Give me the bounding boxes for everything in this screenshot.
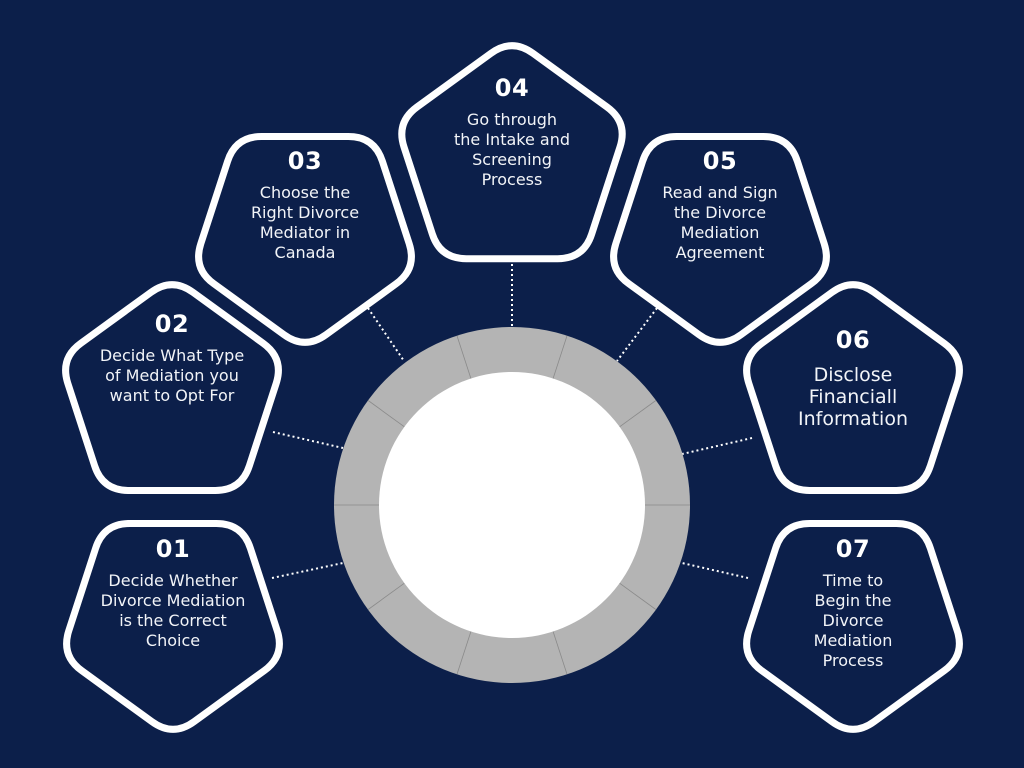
step-number: 07: [835, 535, 871, 563]
step-description-line: the Divorce: [673, 203, 767, 222]
step-06-pentagon: [743, 281, 963, 494]
step-description-line: Decide What Type: [99, 346, 245, 365]
step-description-line: Divorce: [822, 611, 884, 630]
connector-05: [616, 307, 658, 362]
step-description-line: want to Opt For: [109, 386, 235, 405]
ring-divider: [619, 400, 657, 428]
step-description-line: Begin the: [814, 591, 892, 610]
connector-03: [367, 307, 405, 362]
step-description-line: Canada: [274, 243, 336, 262]
step-description-line: Choice: [145, 631, 201, 650]
step-description-line: Choose the: [259, 183, 351, 202]
connector-lines: [271, 264, 753, 579]
step-number: 04: [494, 74, 530, 102]
connector-02: [272, 431, 344, 449]
step-description-line: is the Correct: [119, 611, 227, 630]
step-number: 02: [154, 310, 190, 338]
step-description-line: Disclose: [813, 364, 893, 386]
step-description-line: Go through: [466, 110, 558, 129]
step-07-pentagon: [743, 520, 963, 733]
connector-01: [271, 562, 344, 579]
ring-divider: [456, 335, 472, 379]
ring-divider: [552, 335, 568, 379]
step-description-line: Financiall: [808, 386, 898, 408]
step-description-line: Mediation: [680, 223, 760, 242]
step-description-line: Agreement: [675, 243, 765, 262]
step-description-line: Decide Whether: [108, 571, 238, 590]
connector-06: [681, 437, 753, 455]
step-04-pentagon: [398, 42, 626, 263]
step-05-pentagon: [610, 133, 830, 346]
step-description-line: Process: [481, 170, 543, 189]
step-description-line: the Intake and: [453, 130, 570, 149]
step-number: 01: [155, 535, 191, 563]
step-number: 06: [835, 326, 871, 354]
step-description-line: Right Divorce: [250, 203, 360, 222]
step-description-line: Process: [822, 651, 884, 670]
pentagon-shapes: [62, 42, 963, 733]
step-number: 05: [702, 147, 738, 175]
ring-divider: [456, 631, 472, 675]
step-description-line: Mediation: [813, 631, 893, 650]
step-description-line: Divorce Mediation: [100, 591, 246, 610]
step-description-line: Time to: [822, 571, 884, 590]
step-01-pentagon: [63, 520, 283, 733]
step-02-pentagon: [62, 281, 282, 494]
hub-center: [379, 372, 645, 638]
connector-07: [681, 562, 749, 579]
step-03-pentagon: [195, 133, 415, 346]
step-description-line: Read and Sign: [662, 183, 778, 202]
step-description-line: Screening: [472, 150, 552, 169]
step-description-line: Mediator in: [259, 223, 351, 242]
step-description-line: of Mediation you: [105, 366, 239, 385]
central-hub: [334, 327, 690, 683]
step-number: 03: [287, 147, 323, 175]
ring-divider: [367, 400, 405, 428]
ring-divider: [552, 631, 568, 675]
step-description-line: Information: [798, 408, 908, 430]
ring-divider: [619, 582, 657, 610]
ring-divider: [367, 582, 405, 610]
